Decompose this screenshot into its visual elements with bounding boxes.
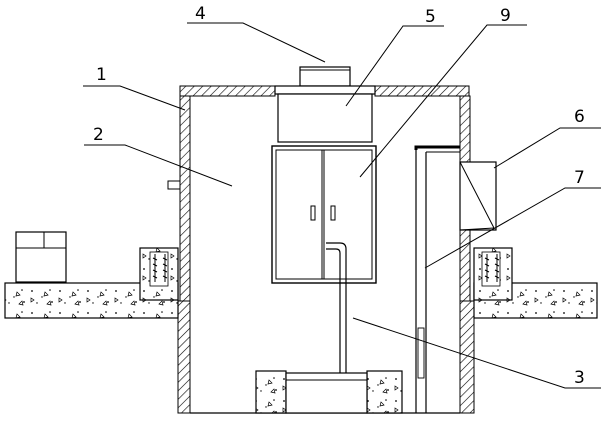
- wall-bracket: [167, 180, 181, 190]
- top-vent-cap: [299, 66, 351, 87]
- callout-6: 6: [574, 107, 585, 127]
- anchor-block-left: [139, 247, 179, 301]
- outdoor-box: [15, 231, 67, 283]
- callout-4: 4: [195, 4, 206, 24]
- callout-3: 3: [574, 368, 585, 388]
- callout-2: 2: [93, 125, 104, 145]
- cabinet-handle-right: [330, 205, 336, 221]
- enclosure-wall: [177, 85, 475, 414]
- vertical-duct: [414, 145, 460, 413]
- cabinet: [271, 145, 377, 284]
- side-unit: [459, 161, 497, 231]
- floor-base: [255, 370, 403, 414]
- leader-lines: [83, 22, 601, 389]
- cabinet-handle-left: [310, 205, 316, 221]
- drain-pipe: [326, 242, 347, 390]
- callout-1: 1: [96, 65, 107, 85]
- fan-housing: [274, 85, 376, 143]
- callout-9: 9: [500, 6, 511, 26]
- callout-5: 5: [425, 7, 436, 27]
- anchor-block-right: [473, 247, 513, 301]
- callout-7: 7: [574, 168, 585, 188]
- callout-labels: 4 5 9 1 2 6 7 3: [93, 4, 585, 388]
